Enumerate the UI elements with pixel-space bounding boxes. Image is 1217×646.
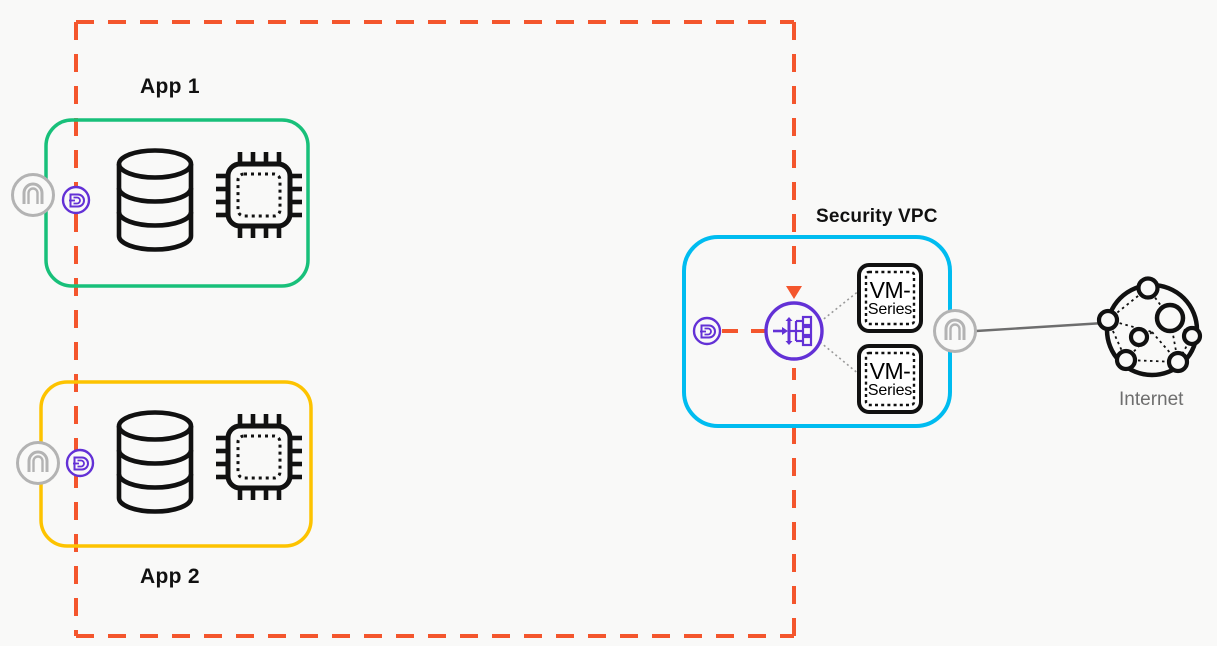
firewall-appliance[interactable] [857, 344, 923, 414]
firewall-2-line2: Series [867, 382, 913, 399]
internet-label: Internet [1119, 389, 1184, 410]
database-icon [116, 148, 194, 252]
lb-to-firewall-links [819, 289, 861, 376]
gateway-icon[interactable] [16, 441, 60, 485]
zone-label-app1: App 1 [140, 75, 200, 98]
internet-cloud-icon [1096, 276, 1203, 378]
gateway-icon[interactable] [11, 173, 55, 217]
database-icon [116, 410, 194, 514]
traffic-route-path [74, 20, 802, 638]
vpc-endpoint-icon[interactable] [61, 185, 91, 215]
firewall-appliance[interactable] [857, 263, 923, 333]
zone-label-security-vpc: Security VPC [816, 206, 938, 227]
firewall-1-line2: Series [867, 301, 913, 318]
vpc-to-internet-link [975, 321, 1105, 333]
firewall-2-line1: VM- [869, 358, 911, 384]
zone-label-app2: App 2 [140, 565, 200, 588]
cpu-chip-icon [216, 152, 302, 238]
firewall-1-line1: VM- [869, 277, 911, 303]
gateway-icon[interactable] [933, 309, 977, 353]
vpc-endpoint-icon[interactable] [692, 316, 722, 346]
vpc-endpoint-icon[interactable] [65, 448, 95, 478]
gateway-load-balancer-icon[interactable] [764, 301, 824, 361]
cpu-chip-icon [216, 414, 302, 500]
route-arrow-down [786, 286, 802, 299]
